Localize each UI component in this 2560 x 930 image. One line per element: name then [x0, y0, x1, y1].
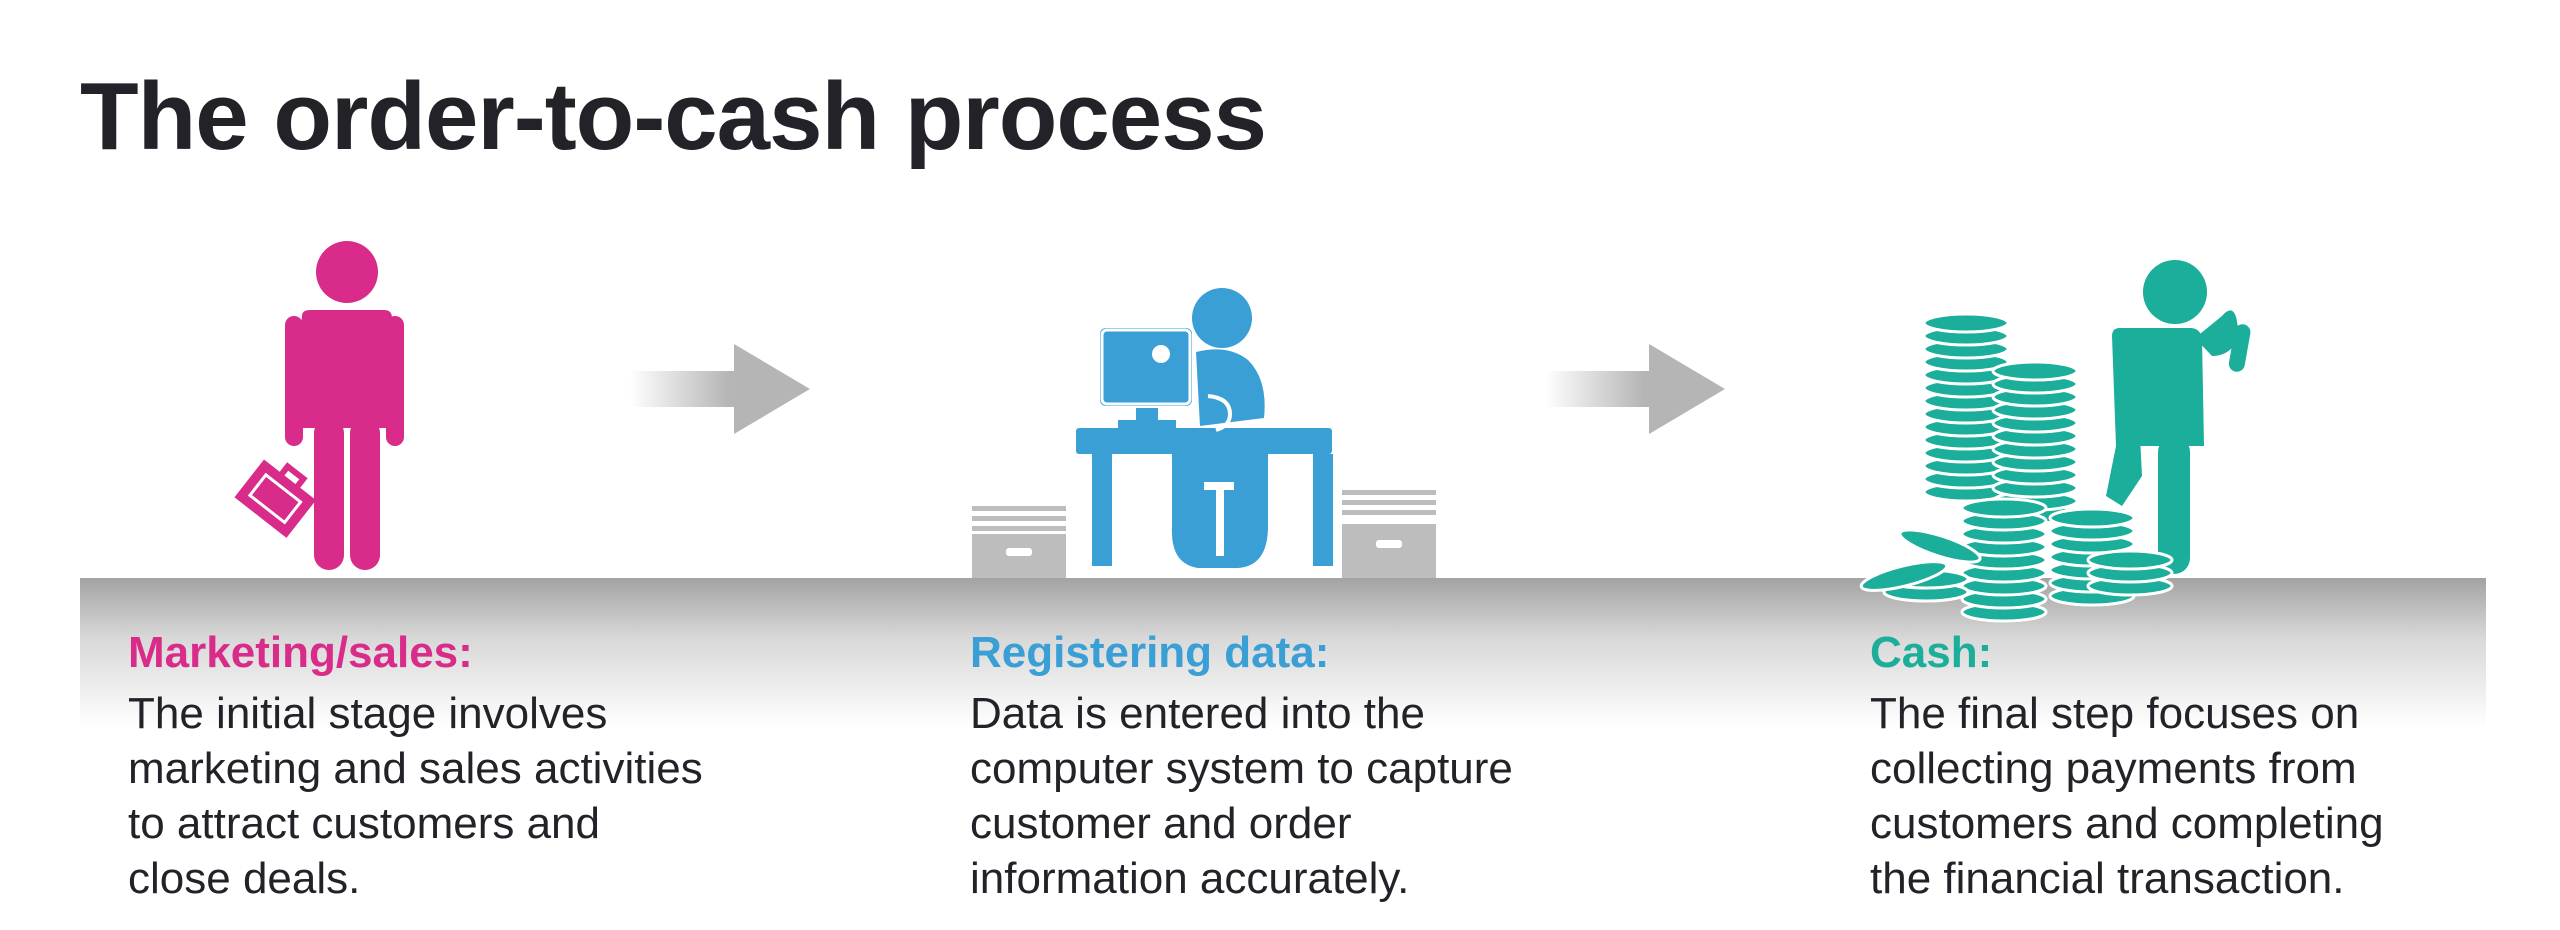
step-cash: Cash: The final step focuses on collecti…: [1870, 628, 2560, 906]
step-heading: Registering data:: [970, 628, 1330, 677]
coin-icon: [1991, 360, 2079, 382]
step-description-line: the financial transaction.: [1870, 854, 2345, 903]
step-heading: Marketing/sales:: [128, 628, 473, 677]
step-description-line: collecting payments from: [1870, 744, 2357, 793]
person-with-coin-stacks-icon: [1859, 260, 2251, 623]
step-description-line: The initial stage involves: [128, 689, 608, 738]
step-description-line: customer and order: [970, 799, 1352, 848]
person-at-computer-desk-icon: [972, 288, 1436, 578]
right-arrow-icon: [630, 344, 810, 434]
step-description-line: The final step focuses on: [1870, 689, 2360, 738]
step-description: The initial stage involves marketing and…: [128, 686, 848, 906]
right-arrow-icon: [1545, 344, 1725, 434]
step-description-line: customers and completing: [1870, 799, 2384, 848]
step-description-line: information accurately.: [970, 854, 1410, 903]
coin-icon: [1859, 560, 1949, 592]
coin-icon: [1898, 528, 1982, 564]
step-description-line: close deals.: [128, 854, 361, 903]
step-description: Data is entered into the computer system…: [970, 686, 1690, 906]
step-registering-data: Registering data: Data is entered into t…: [970, 628, 1690, 906]
coin-icon: [1922, 312, 2010, 334]
step-description-line: Data is entered into the: [970, 689, 1425, 738]
step-description: The final step focuses on collecting pay…: [1870, 686, 2560, 906]
step-description-line: computer system to capture: [970, 744, 1513, 793]
step-description-line: marketing and sales activities: [128, 744, 703, 793]
coin-icon: [2048, 507, 2136, 529]
page-title: The order-to-cash process: [80, 63, 1267, 170]
step-heading: Cash:: [1870, 628, 1993, 677]
businessman-with-briefcase-icon: [234, 241, 404, 570]
coin-icon: [2086, 549, 2174, 571]
step-description-line: to attract customers and: [128, 799, 600, 848]
coin-icon: [1960, 497, 2048, 519]
step-marketing-sales: Marketing/sales: The initial stage invol…: [128, 628, 848, 906]
